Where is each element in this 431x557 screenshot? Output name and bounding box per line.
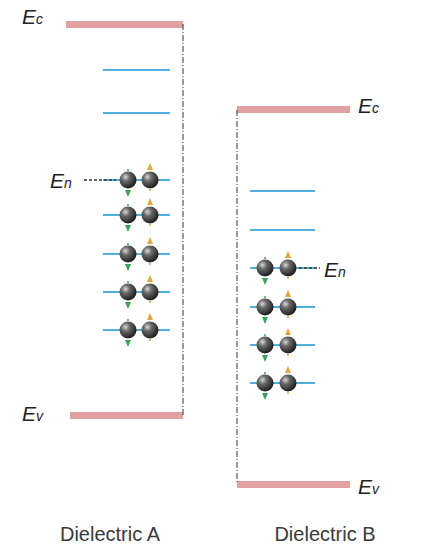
spin-up-arrow bbox=[147, 198, 153, 205]
energy-level-symbol: Ec bbox=[358, 95, 379, 116]
electron-ball bbox=[257, 375, 274, 392]
spin-tail bbox=[127, 169, 129, 171]
spin-down-arrow bbox=[125, 264, 131, 271]
spin-tail bbox=[149, 224, 151, 226]
spin-tail bbox=[127, 243, 129, 245]
energy-level-symbol: En bbox=[324, 259, 346, 280]
electron bbox=[120, 281, 137, 309]
trap-levels bbox=[103, 70, 170, 330]
valence-band bbox=[237, 481, 350, 488]
spin-down-arrow bbox=[125, 190, 131, 197]
electron bbox=[280, 290, 297, 318]
level-marker bbox=[84, 179, 116, 181]
material-caption: Dielectric B bbox=[274, 522, 375, 546]
electron-ball bbox=[257, 299, 274, 316]
conduction-band bbox=[66, 21, 183, 28]
spin-down-arrow bbox=[262, 278, 268, 285]
spin-tail bbox=[287, 316, 289, 318]
electron-ball bbox=[280, 299, 297, 316]
spin-tail bbox=[149, 301, 151, 303]
spin-tail bbox=[264, 372, 266, 374]
electron-ball bbox=[257, 260, 274, 277]
spin-up-arrow bbox=[147, 237, 153, 244]
electron-ball bbox=[120, 284, 137, 301]
electron bbox=[257, 372, 274, 400]
spin-down-arrow bbox=[262, 393, 268, 400]
spin-down-arrow bbox=[262, 317, 268, 324]
electron bbox=[120, 319, 137, 347]
electron-ball bbox=[142, 322, 159, 339]
electron bbox=[257, 296, 274, 324]
spin-down-arrow bbox=[125, 302, 131, 309]
electron bbox=[142, 275, 159, 303]
electron-ball bbox=[257, 337, 274, 354]
interface-line bbox=[183, 24, 184, 416]
energy-level-symbol: Ev bbox=[358, 476, 379, 497]
electron bbox=[120, 204, 137, 232]
electron-ball bbox=[142, 207, 159, 224]
electron-ball bbox=[120, 322, 137, 339]
spin-down-arrow bbox=[125, 340, 131, 347]
electron-ball bbox=[142, 172, 159, 189]
level-marker bbox=[299, 267, 320, 269]
spin-tail bbox=[264, 296, 266, 298]
spin-up-arrow bbox=[147, 163, 153, 170]
electron-ball bbox=[120, 172, 137, 189]
spin-up-arrow bbox=[147, 275, 153, 282]
interface-line bbox=[237, 110, 238, 484]
electron-ball bbox=[142, 246, 159, 263]
electron bbox=[120, 243, 137, 271]
spin-tail bbox=[287, 392, 289, 394]
electron-ball bbox=[280, 337, 297, 354]
conduction-band bbox=[237, 106, 350, 113]
spin-tail bbox=[264, 257, 266, 259]
valence-band bbox=[70, 412, 183, 419]
spin-up-arrow bbox=[285, 251, 291, 258]
spin-tail bbox=[287, 277, 289, 279]
electron bbox=[142, 237, 159, 265]
electron-ball bbox=[280, 260, 297, 277]
spin-down-arrow bbox=[262, 355, 268, 362]
electron bbox=[142, 198, 159, 226]
spin-tail bbox=[149, 339, 151, 341]
electron bbox=[280, 251, 297, 279]
electron bbox=[280, 366, 297, 394]
spin-tail bbox=[287, 354, 289, 356]
energy-level-symbol: Ev bbox=[22, 403, 43, 424]
spin-up-arrow bbox=[285, 290, 291, 297]
spin-tail bbox=[127, 204, 129, 206]
material-caption: Dielectric A bbox=[60, 522, 160, 546]
electron bbox=[280, 328, 297, 356]
energy-level-symbol: En bbox=[50, 170, 72, 191]
spin-tail bbox=[127, 281, 129, 283]
electron bbox=[257, 257, 274, 285]
electron bbox=[142, 313, 159, 341]
electron-ball bbox=[120, 246, 137, 263]
electron bbox=[142, 163, 159, 191]
electron bbox=[257, 334, 274, 362]
electron-ball bbox=[280, 375, 297, 392]
energy-level-symbol: Ec bbox=[22, 6, 43, 27]
trap-levels bbox=[250, 191, 315, 383]
electron bbox=[120, 169, 137, 197]
spin-tail bbox=[149, 263, 151, 265]
spin-tail bbox=[264, 334, 266, 336]
spin-up-arrow bbox=[285, 328, 291, 335]
spin-tail bbox=[127, 319, 129, 321]
electron-ball bbox=[120, 207, 137, 224]
spin-up-arrow bbox=[147, 313, 153, 320]
spin-down-arrow bbox=[125, 225, 131, 232]
spin-up-arrow bbox=[285, 366, 291, 373]
spin-tail bbox=[149, 189, 151, 191]
electron-ball bbox=[142, 284, 159, 301]
